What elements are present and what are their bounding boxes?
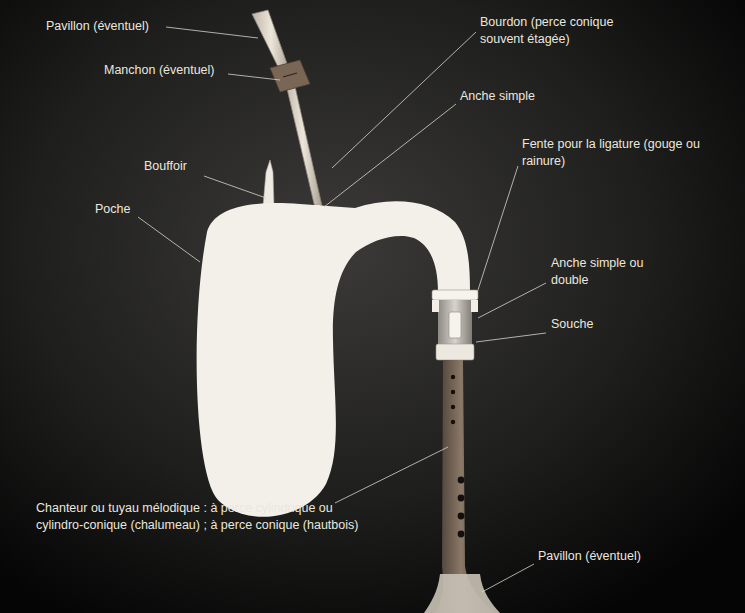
- part-label: Anche simple: [460, 88, 580, 105]
- drone: [252, 10, 322, 217]
- part-label: Fente pour la ligature (gouge ou rainure…: [522, 136, 717, 170]
- part-label: Bourdon (perce conique souvent étagée): [480, 14, 655, 48]
- part-label: Bouffoir: [144, 158, 214, 175]
- chanteur: [424, 360, 500, 613]
- bag: [197, 201, 470, 516]
- chanter-reed: [449, 312, 461, 338]
- part-label: Pavillon (éventuel): [46, 18, 176, 35]
- part-label: Anche simple ou double: [551, 255, 671, 289]
- part-label: Manchon (éventuel): [104, 62, 234, 79]
- part-label: Souche: [551, 316, 631, 333]
- bouffoir: [263, 160, 274, 206]
- part-label: Chanteur ou tuyau mélodique : à perce cy…: [36, 500, 361, 534]
- manchon: [270, 60, 310, 92]
- souche: [432, 290, 478, 360]
- part-label: Pavillon (éventuel): [538, 548, 678, 565]
- part-label: Poche: [95, 201, 155, 218]
- pavillon-bell: [424, 574, 500, 613]
